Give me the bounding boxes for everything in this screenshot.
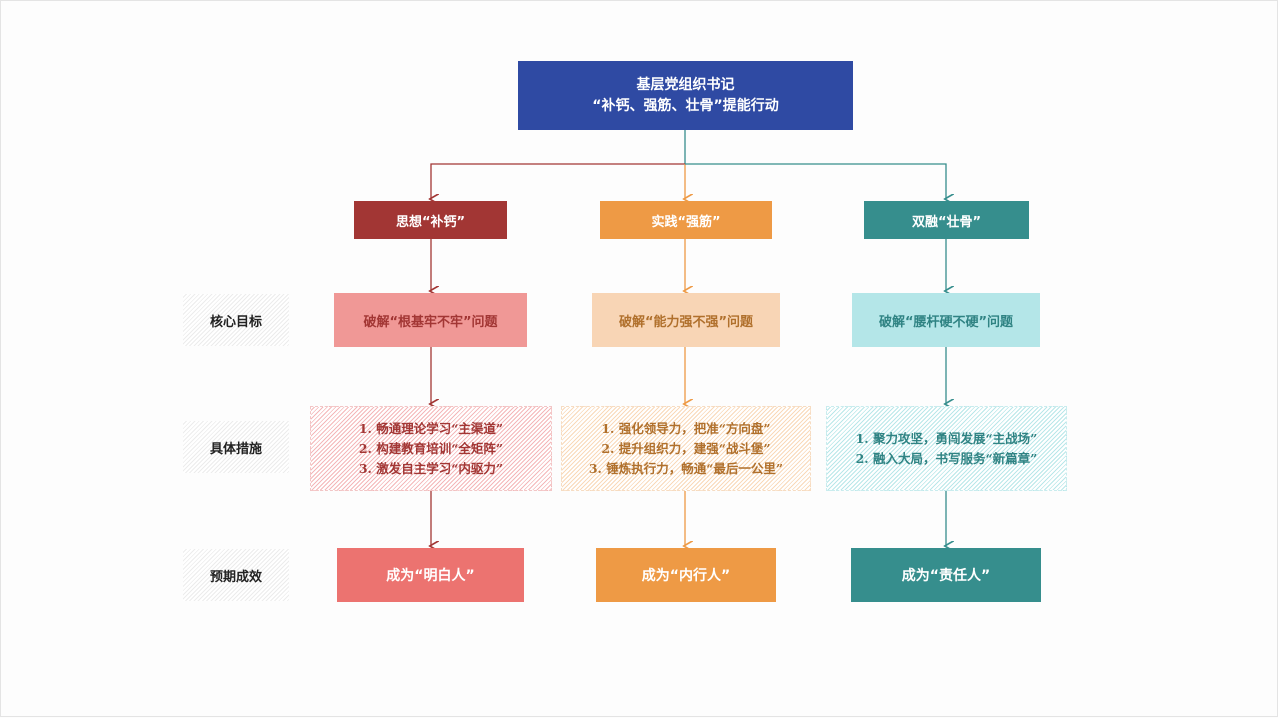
measure-item: 3. 激发自主学习“内驱力” xyxy=(358,460,504,476)
category-1: 思想“补钙” xyxy=(354,201,507,239)
row-label-measures: 具体措施 xyxy=(183,421,289,473)
result-3: 成为“责任人” xyxy=(851,548,1041,602)
measures-2: 1. 强化领导力，把准“方向盘” 2. 提升组织力，建强“战斗堡” 3. 锤炼执… xyxy=(561,406,811,491)
title-line-2: “补钙、强筋、壮骨”提能行动 xyxy=(592,97,779,114)
category-2: 实践“强筋” xyxy=(600,201,772,239)
measure-item: 2. 融入大局，书写服务“新篇章” xyxy=(855,450,1038,466)
measure-item: 1. 畅通理论学习“主渠道” xyxy=(358,420,504,436)
row-label-goal: 核心目标 xyxy=(183,294,289,346)
goal-1: 破解“根基牢不牢”问题 xyxy=(334,293,527,347)
measures-1: 1. 畅通理论学习“主渠道” 2. 构建教育培训“全矩阵” 3. 激发自主学习“… xyxy=(310,406,552,491)
measure-item: 3. 锤炼执行力，畅通“最后一公里” xyxy=(588,460,784,476)
diagram-title: 基层党组织书记 “补钙、强筋、壮骨”提能行动 xyxy=(518,61,853,130)
result-1: 成为“明白人” xyxy=(337,548,524,602)
measure-item: 1. 聚力攻坚，勇闯发展“主战场” xyxy=(855,430,1038,446)
goal-2: 破解“能力强不强”问题 xyxy=(592,293,780,347)
category-3: 双融“壮骨” xyxy=(864,201,1029,239)
measure-item: 2. 构建教育培训“全矩阵” xyxy=(358,440,504,456)
measure-item: 1. 强化领导力，把准“方向盘” xyxy=(601,420,771,436)
title-line-1: 基层党组织书记 xyxy=(636,76,735,93)
result-2: 成为“内行人” xyxy=(596,548,776,602)
row-label-result: 预期成效 xyxy=(183,549,289,601)
goal-3: 破解“腰杆硬不硬”问题 xyxy=(852,293,1040,347)
measures-3: 1. 聚力攻坚，勇闯发展“主战场” 2. 融入大局，书写服务“新篇章” xyxy=(826,406,1067,491)
measure-item: 2. 提升组织力，建强“战斗堡” xyxy=(601,440,771,456)
